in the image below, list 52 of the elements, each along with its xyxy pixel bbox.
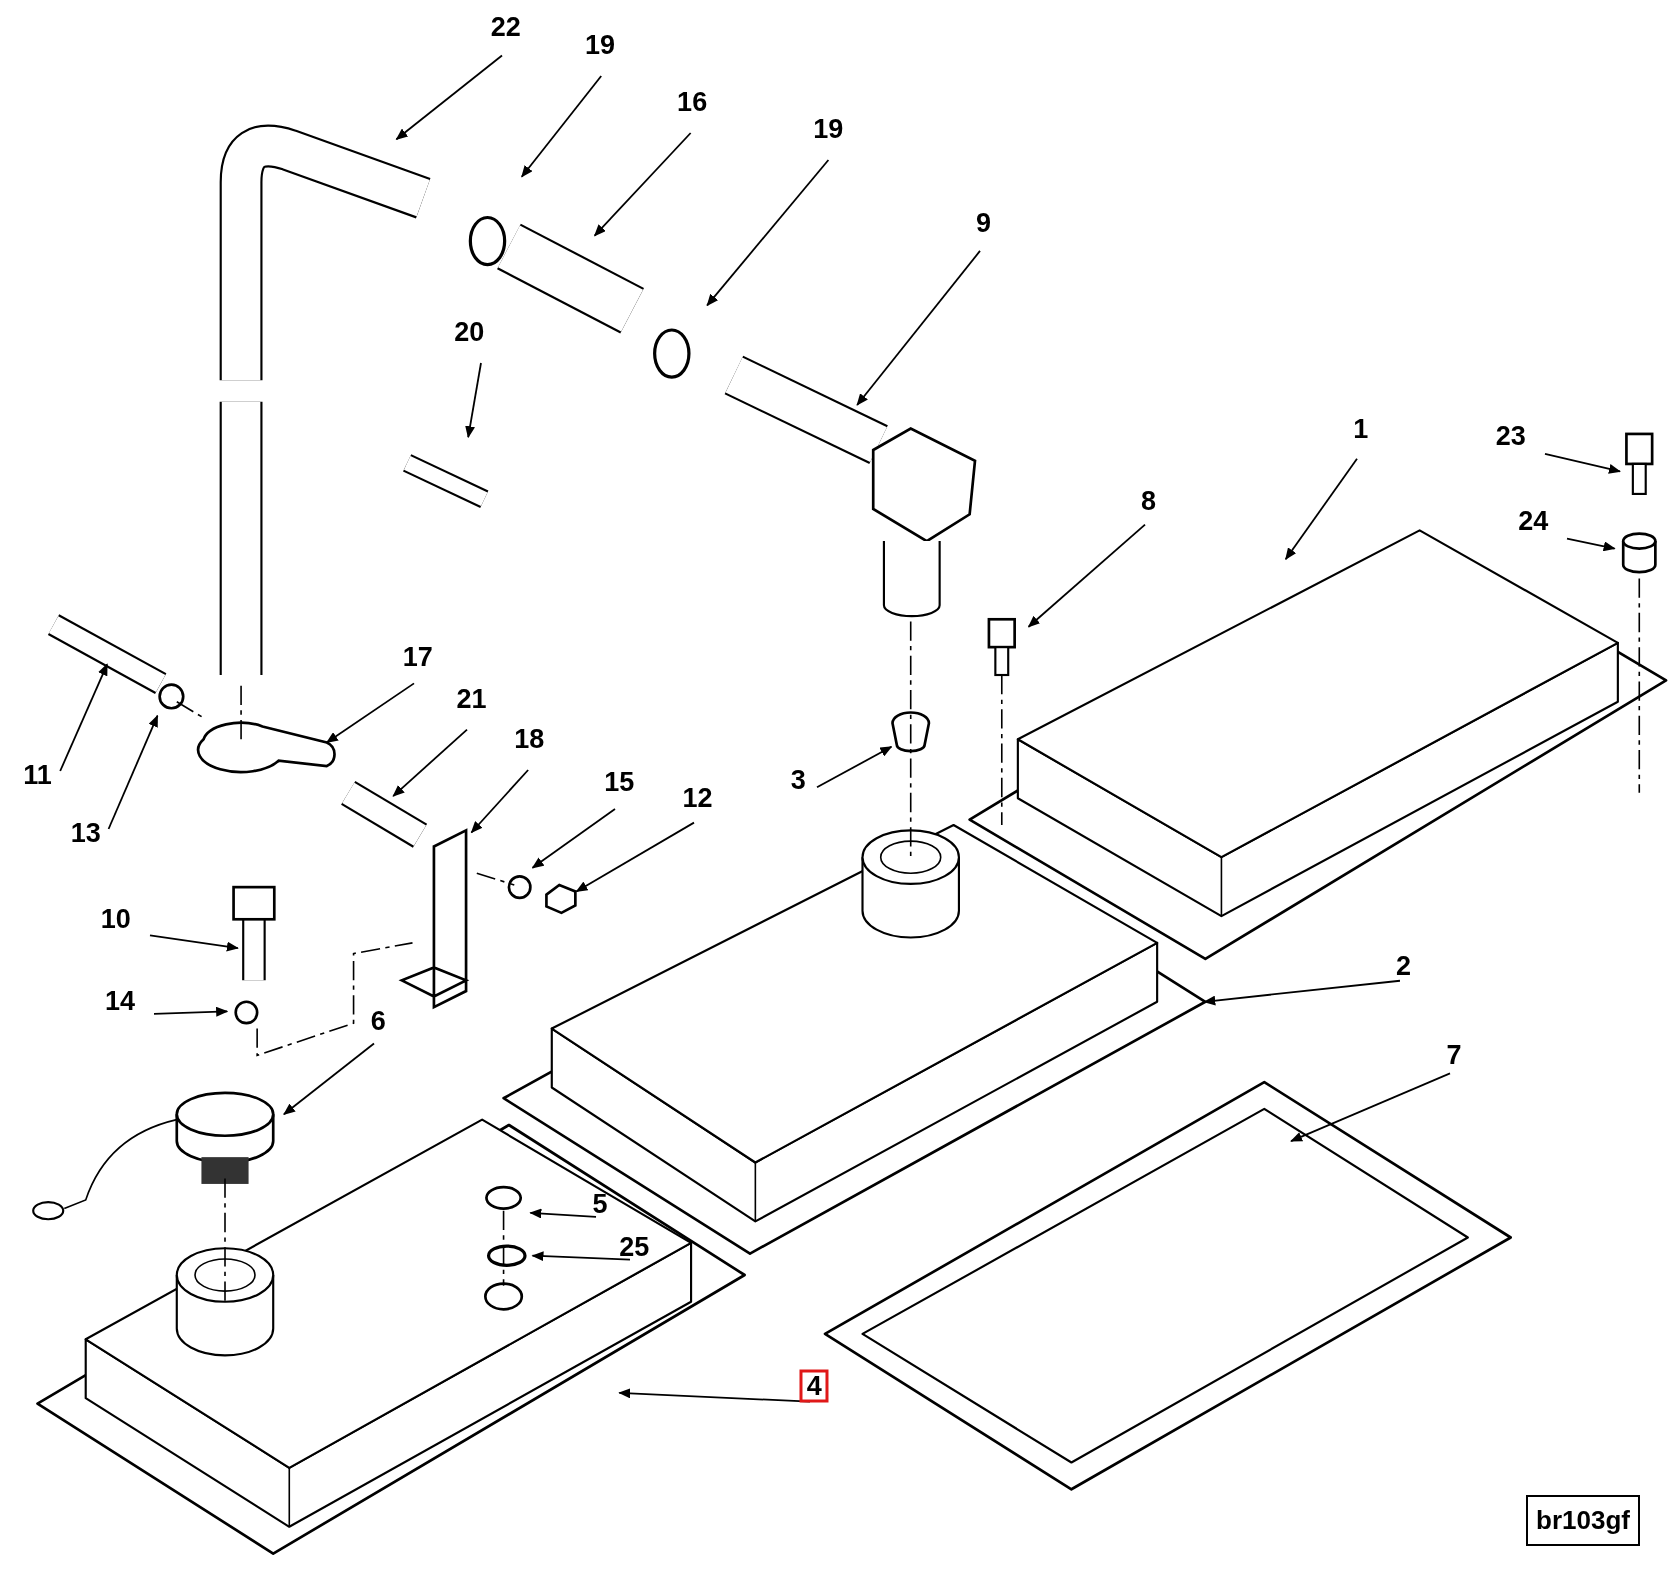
- callout-number: 4: [799, 1369, 829, 1403]
- leader-line: [1290, 1072, 1451, 1142]
- callout-number: 5: [592, 1190, 608, 1218]
- leader-line: [529, 1208, 597, 1219]
- leader-line: [59, 663, 109, 772]
- leader-line: [520, 75, 603, 178]
- leader-line: [395, 54, 503, 141]
- callout-number: 19: [813, 115, 844, 143]
- leader-line: [153, 1006, 229, 1017]
- leader-line: [1544, 453, 1621, 474]
- callout-number: 18: [514, 725, 545, 753]
- callout-number: 13: [70, 819, 101, 846]
- leader-line: [325, 682, 415, 744]
- callout-number: 25: [619, 1233, 650, 1261]
- callout-number: 9: [976, 209, 992, 237]
- callout-number: 10: [100, 905, 131, 933]
- callout-number: 1: [1353, 415, 1369, 443]
- leader-line: [149, 934, 239, 952]
- callout-number: 24: [1518, 507, 1549, 535]
- callout-number: 16: [677, 88, 708, 116]
- leader-line: [107, 714, 159, 830]
- callout-number: 21: [456, 685, 487, 713]
- leader-line: [706, 159, 830, 307]
- leader-line: [593, 132, 692, 237]
- leader-line: [1203, 979, 1401, 1006]
- leader-line: [1284, 457, 1358, 561]
- leader-line: [575, 821, 695, 893]
- callout-number: 8: [1141, 487, 1157, 515]
- leader-line: [465, 362, 482, 439]
- callout-number: 11: [23, 761, 52, 789]
- leader-line: [1027, 523, 1146, 628]
- callout-number: 3: [790, 766, 806, 794]
- leader-line: [283, 1042, 375, 1116]
- callout-number: 2: [1396, 952, 1412, 980]
- callout-number: 6: [370, 1007, 386, 1035]
- leader-line: [392, 728, 468, 797]
- callout-number: 14: [105, 987, 135, 1015]
- leader-line: [816, 745, 893, 789]
- callout-number: 12: [682, 784, 713, 812]
- callout-number: 22: [490, 13, 521, 41]
- callout-number: 19: [585, 31, 615, 59]
- leader-line: [470, 769, 530, 834]
- leader-line: [531, 808, 616, 869]
- figure-code: br103gf: [1526, 1495, 1640, 1546]
- leader-line: [1566, 537, 1616, 552]
- callout-number: 15: [604, 768, 635, 796]
- callout-number: 7: [1446, 1041, 1462, 1069]
- callout-number: 20: [454, 318, 485, 346]
- callout-number: 17: [402, 643, 433, 671]
- callout-number: 23: [1495, 422, 1526, 450]
- leader-line: [531, 1251, 631, 1262]
- leader-line: [856, 250, 981, 406]
